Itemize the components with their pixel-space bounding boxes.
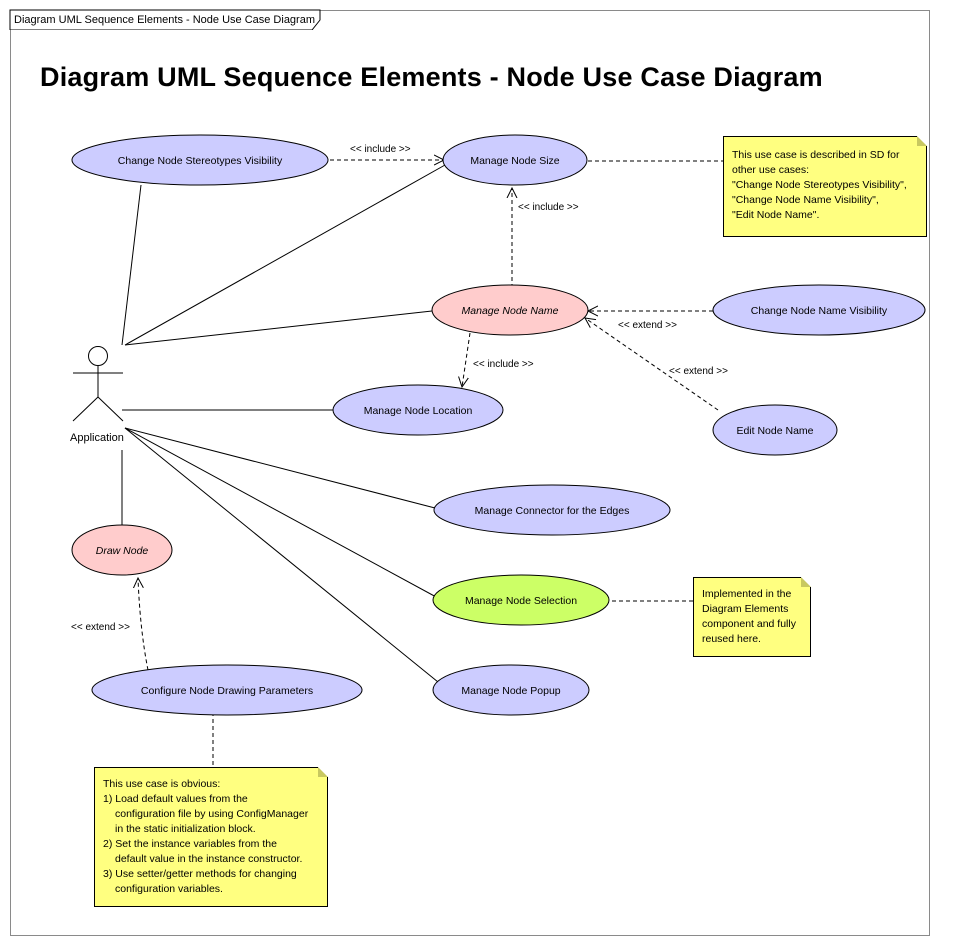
actor-left-leg [72, 396, 99, 422]
include-label-2: << include >> [518, 202, 579, 213]
diagram-frame [10, 10, 930, 936]
usecase-manage-name[interactable] [431, 284, 589, 336]
associations [121, 164, 446, 683]
association-size [124, 164, 446, 346]
label-draw-node: Draw Node [96, 545, 149, 557]
note-line: "Change Node Name Visibility", [732, 194, 879, 206]
usecase-manage-location[interactable] [332, 384, 504, 436]
label-manage-size: Manage Node Size [470, 155, 559, 167]
note-config-obvious: This use case is obvious: 1) Load defaul… [94, 767, 328, 907]
association-connector [124, 427, 436, 509]
association-stereotypes [121, 184, 142, 346]
note-line: in the static initialization block. [115, 823, 256, 835]
extend-label-1: << extend >> [618, 320, 677, 331]
extend-config-draw [138, 578, 149, 671]
note-line: This use case is obvious: [103, 778, 221, 790]
usecase-edit-name[interactable] [712, 404, 838, 456]
note-line: 2) Set the instance variables from the [103, 838, 277, 850]
label-manage-popup: Manage Node Popup [461, 685, 560, 697]
relation-labels: << include >> << include >> << include >… [71, 144, 728, 633]
note-line: "Change Node Stereotypes Visibility", [732, 179, 907, 191]
diagram-title: Diagram UML Sequence Elements - Node Use… [40, 62, 823, 92]
note-line: 1) Load default values from the [103, 793, 248, 805]
actor-right-leg [97, 396, 124, 422]
actor-label: Application [70, 432, 124, 444]
note-selection-implemented: Implemented in the Diagram Elements comp… [693, 577, 811, 657]
association-popup [124, 427, 439, 683]
label-change-name-visibility: Change Node Name Visibility [751, 305, 888, 317]
include-label-3: << include >> [473, 359, 534, 370]
association-name [124, 310, 433, 346]
note-line: configuration file by using ConfigManage… [115, 808, 309, 820]
extend-edit-name [585, 318, 719, 411]
note-line: other use cases: [732, 164, 810, 176]
usecase-change-name-visibility[interactable] [712, 284, 926, 336]
usecase-draw-node[interactable] [71, 524, 173, 576]
usecase-change-stereotypes[interactable] [71, 134, 329, 186]
include-name-location [462, 332, 471, 387]
label-manage-name: Manage Node Name [462, 305, 559, 317]
association-selection [124, 427, 439, 599]
note-line: configuration variables. [115, 883, 223, 895]
note-line: component and fully [702, 618, 796, 630]
note-line: Diagram Elements [702, 603, 789, 615]
actor-application[interactable] [72, 346, 124, 422]
label-manage-connector: Manage Connector for the Edges [475, 505, 630, 517]
note-line: Implemented in the [702, 588, 792, 600]
usecase-manage-popup[interactable] [432, 664, 590, 716]
usecase-manage-selection[interactable] [432, 574, 610, 626]
usecase-manage-size[interactable] [442, 134, 588, 186]
include-label-1: << include >> [350, 144, 411, 155]
usecase-configure-drawing[interactable] [91, 664, 363, 716]
extend-label-3: << extend >> [71, 622, 130, 633]
label-edit-name: Edit Node Name [736, 425, 813, 437]
note-line: 3) Use setter/getter methods for changin… [103, 868, 297, 880]
note-line: default value in the instance constructo… [115, 853, 303, 865]
note-size-description: This use case is described in SD for oth… [723, 136, 927, 237]
extend-label-2: << extend >> [669, 366, 728, 377]
frame-tab-label: Diagram UML Sequence Elements - Node Use… [14, 14, 315, 26]
note-line: This use case is described in SD for [732, 149, 900, 161]
use-cases [71, 134, 926, 716]
use-case-labels: Change Node Stereotypes Visibility Manag… [96, 155, 888, 697]
label-manage-selection: Manage Node Selection [465, 595, 577, 607]
note-line: "Edit Node Name". [732, 209, 820, 221]
label-change-stereotypes: Change Node Stereotypes Visibility [118, 155, 283, 167]
label-manage-location: Manage Node Location [364, 405, 473, 417]
dependencies [138, 160, 724, 767]
frame-tab [9, 9, 321, 30]
usecase-manage-connector[interactable] [433, 484, 671, 536]
note-line: reused here. [702, 633, 761, 645]
actor-head [88, 346, 108, 366]
label-configure-drawing: Configure Node Drawing Parameters [141, 685, 313, 697]
